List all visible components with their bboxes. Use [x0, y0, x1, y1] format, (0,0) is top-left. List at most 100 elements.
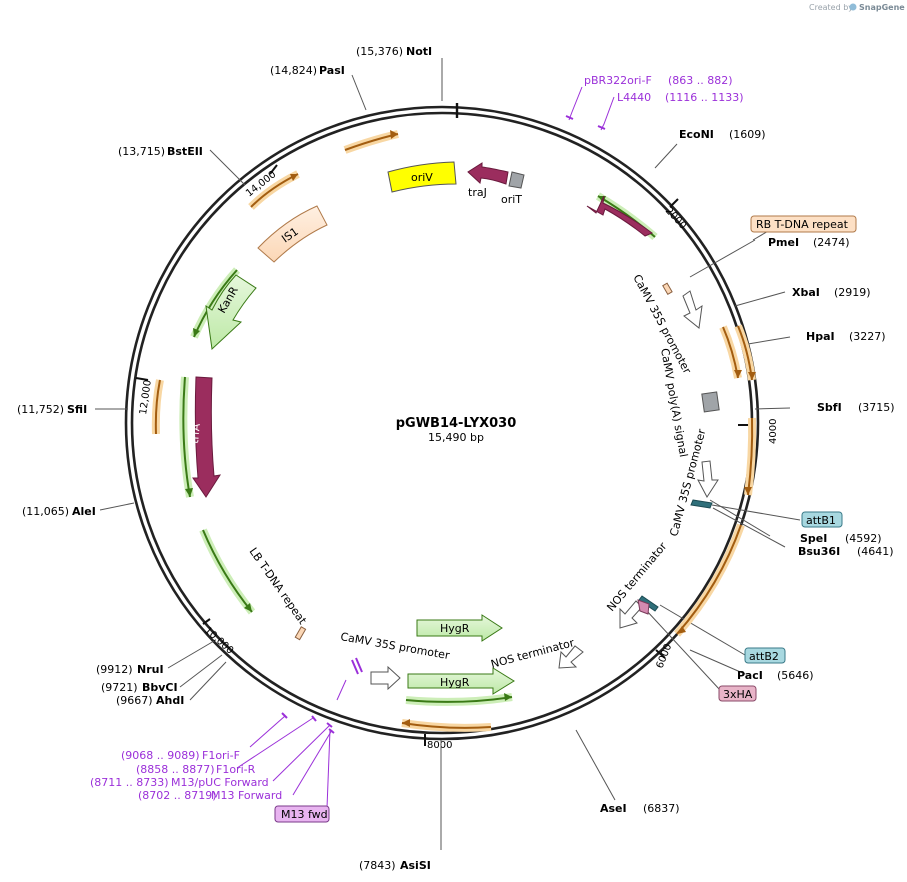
- site-xbai-name[interactable]: XbaI: [792, 286, 820, 299]
- site-bsteii-pos: (13,715): [118, 145, 165, 158]
- primer-tick-l4440: [597, 125, 606, 130]
- green-arc-hygr: [405, 696, 513, 703]
- site-sbfi-name[interactable]: SbfI: [817, 401, 842, 414]
- credit-prefix: Created by: [809, 3, 853, 12]
- site-xbai-pos: (2919): [834, 286, 871, 299]
- snapgene-logo-icon: [849, 3, 857, 11]
- primer-tick-pbr322: [565, 115, 574, 120]
- leader-bbvci: [179, 654, 223, 688]
- features: oriV traJ oriT TetR IS1 KanR trfA HygR H…: [188, 161, 720, 695]
- primer-tick-m13-forward: [328, 728, 335, 734]
- rb-label-box[interactable]: [750, 215, 857, 233]
- site-econi-name[interactable]: EcoNI: [679, 128, 714, 141]
- site-bbvci-name[interactable]: BbvCI: [142, 681, 178, 694]
- orange-arc-hpai-b-head: [748, 372, 756, 380]
- site-alei-name[interactable]: AleI: [72, 505, 96, 518]
- site-asei-name[interactable]: AseI: [600, 802, 627, 815]
- primer-f1ori-r-name[interactable]: F1ori-R: [216, 763, 256, 776]
- primer-m13-forward-name[interactable]: M13 Forward: [211, 789, 282, 802]
- primer-tick-m13-puc: [326, 722, 333, 728]
- leader-l4440: [600, 96, 615, 131]
- site-sfii-name[interactable]: SfiI: [67, 403, 87, 416]
- primer-m13-puc-name[interactable]: M13/pUC Forward: [171, 776, 269, 789]
- leader-attb1: [711, 504, 801, 521]
- leader-f1ori-f: [249, 715, 286, 748]
- orange-arc-long-head: [677, 626, 686, 634]
- site-bsteii-name[interactable]: BstEII: [167, 145, 203, 158]
- credit-brand: SnapGene: [859, 3, 905, 12]
- leader-pasi: [351, 74, 367, 111]
- primer-labels[interactable]: pBR322ori-F (863 .. 882) L4440 (1116 .. …: [90, 74, 744, 802]
- p35s-c-arrow: [370, 665, 401, 691]
- primer-tick-p35s-c-b: [355, 657, 363, 673]
- green-arc-trfa: [182, 376, 191, 498]
- primer-l4440-name[interactable]: L4440: [617, 91, 651, 104]
- orange-arc-long: [676, 524, 742, 635]
- site-pasi-pos: (14,824): [270, 64, 317, 77]
- leader-m13-puc: [272, 724, 331, 782]
- ha-label-box[interactable]: [718, 685, 757, 702]
- polya-block: [701, 391, 720, 413]
- leader-f1ori-r: [236, 717, 314, 769]
- nos-b-arrow: [558, 645, 584, 669]
- leader-alei: [99, 502, 135, 511]
- leader-asei: [575, 729, 616, 801]
- site-noti-name[interactable]: NotI: [406, 45, 432, 58]
- leader-hpai: [747, 336, 791, 345]
- orange-arc-top-head: [390, 130, 398, 139]
- site-sfii-pos: (11,752): [17, 403, 64, 416]
- green-arc-lb-head: [244, 603, 252, 612]
- tick-marks: 2000 4000 6000 8000 10,000 12,000 14,000: [135, 164, 779, 751]
- site-paci-name[interactable]: PacI: [737, 669, 763, 682]
- site-pmei-pos: (2474): [813, 236, 850, 249]
- tick-mark-12000: [135, 377, 149, 381]
- primer-pbr322ori-name[interactable]: pBR322ori-F: [584, 74, 652, 87]
- ha-label: 3xHA: [723, 688, 753, 701]
- hygr-arrow-1: [416, 614, 503, 642]
- site-nrui-name[interactable]: NruI: [137, 663, 164, 676]
- site-sbfi-pos: (3715): [858, 401, 895, 414]
- leader-bsteii: [209, 149, 246, 186]
- green-arc-lb-glow: [199, 528, 256, 615]
- hygr-arrow-2: [407, 667, 515, 695]
- site-bsu36i-pos: (4641): [857, 545, 894, 558]
- site-alei-pos: (11,065): [22, 505, 69, 518]
- lb-block: [294, 626, 307, 641]
- site-pasi-name[interactable]: PasI: [319, 64, 345, 77]
- site-spei-name[interactable]: SpeI: [800, 532, 827, 545]
- leader-m13-forward: [292, 729, 333, 796]
- site-asisi-name[interactable]: AsiSI: [400, 859, 431, 872]
- primer-tick-f1ori-r: [311, 715, 317, 722]
- backbone-outer-ring: [124, 105, 760, 741]
- site-hpai-name[interactable]: HpaI: [806, 330, 835, 343]
- attb2-label: attB2: [749, 650, 779, 663]
- attb2-label-box[interactable]: [744, 647, 786, 664]
- orange-arc-12k: [154, 379, 161, 435]
- primer-f1ori-r-range: (8858 .. 8877): [136, 763, 215, 776]
- attb1-block: [690, 499, 713, 509]
- site-spei-pos: (4592): [845, 532, 882, 545]
- leader-m13-fwd-box: [326, 729, 331, 809]
- tick-label-8000: 8000: [427, 740, 452, 751]
- tick-mark-14000: [269, 164, 278, 175]
- site-pmei-name[interactable]: PmeI: [768, 236, 799, 249]
- rb-label: RB T-DNA repeat: [756, 218, 849, 231]
- primer-f1ori-f-name[interactable]: F1ori-F: [202, 749, 240, 762]
- boxed-labels[interactable]: RB T-DNA repeat attB1 attB2 3xHA M13 fwd: [274, 215, 857, 823]
- ha-block: [637, 599, 650, 615]
- leader-ha: [645, 609, 721, 691]
- tick-mark-6000: [655, 649, 666, 659]
- site-ahdi-name[interactable]: AhdI: [156, 694, 184, 707]
- primer-tick-f1ori-f: [281, 712, 288, 719]
- orange-arc-hpai-a-head: [734, 370, 742, 378]
- site-labels[interactable]: (15,376) NotI (14,824) PasI (13,715) Bst…: [17, 45, 895, 872]
- primer-m13-forward-range: (8702 .. 8719): [138, 789, 217, 802]
- plasmid-name: pGWB14-LYX030: [396, 416, 517, 431]
- primer-ticks: [281, 115, 606, 734]
- site-bsu36i-name[interactable]: Bsu36I: [798, 545, 840, 558]
- m13-fwd-label-box[interactable]: [274, 805, 330, 823]
- rb-block: [662, 282, 673, 296]
- leader-attb2: [659, 604, 746, 656]
- green-arc-trfa-head: [185, 488, 193, 497]
- attb1-label-box[interactable]: [801, 511, 843, 528]
